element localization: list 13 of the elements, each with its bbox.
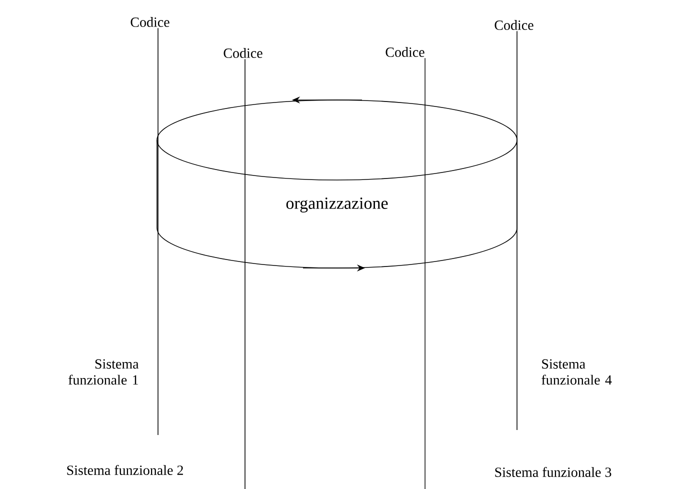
system-label: Sistema funzionale 3 [495, 466, 612, 477]
line [244, 58, 246, 489]
code-label: Codice [494, 20, 534, 30]
cylinder: organizzazione [156, 100, 518, 268]
system-label: Sistema funzionale 1 [68, 359, 139, 385]
code-label: Codice [386, 47, 424, 57]
line [516, 30, 518, 430]
node-label: organizzazione [286, 198, 388, 212]
code-label: Codice [224, 48, 262, 58]
system-label: Sistema funzionale 2 [67, 464, 183, 475]
system-label: Sistema funzionale 4 [542, 359, 612, 385]
line [424, 58, 426, 489]
code-label: Codice [130, 17, 170, 27]
